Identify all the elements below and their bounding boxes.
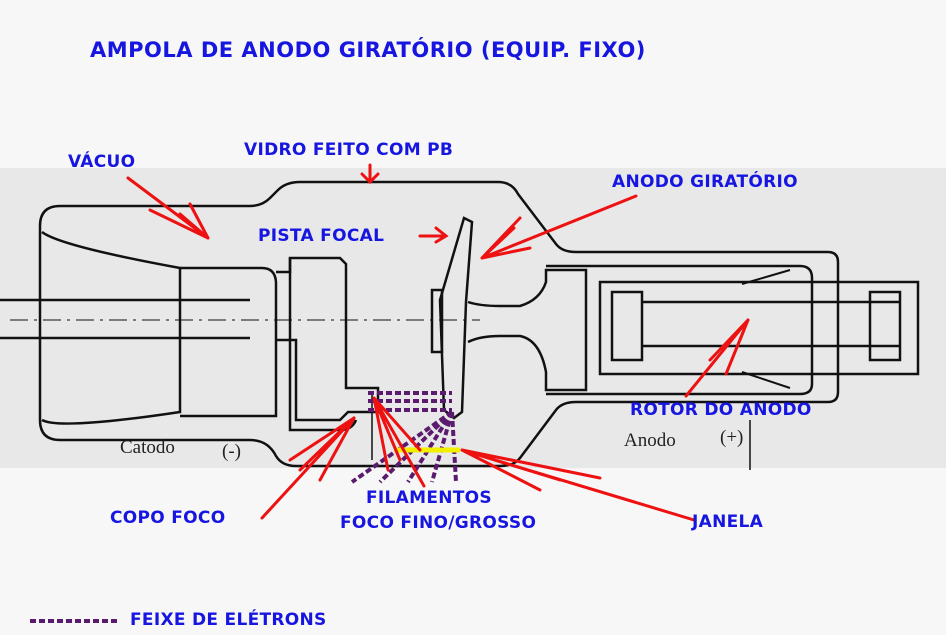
label-anodo-sign: (+) [720,427,744,448]
label-copo-foco: COPO FOCO [110,508,226,528]
label-vacuo: VÁCUO [68,152,136,172]
label-anodo: Anodo [624,430,676,451]
legend-label: FEIXE DE ELÉTRONS [130,610,327,630]
label-filamentos: FILAMENTOS [366,488,492,508]
diagram-background [0,168,946,468]
label-foco: FOCO FINO/GROSSO [340,513,537,533]
label-rotor: ROTOR DO ANODO [630,400,812,420]
label-janela: JANELA [692,512,764,532]
electron-beam [350,391,458,484]
red-arrows [126,163,750,522]
page-title: AMPOLA DE ANODO GIRATÓRIO (EQUIP. FIXO) [90,38,646,62]
label-vidro: VIDRO FEITO COM PB [244,140,454,160]
label-pista-focal: PISTA FOCAL [258,226,385,246]
label-catodo: Catodo [120,437,175,458]
label-catodo-sign: (-) [222,441,241,462]
tube-outline [0,180,920,470]
label-anodo-giratorio: ANODO GIRATÓRIO [612,172,798,192]
